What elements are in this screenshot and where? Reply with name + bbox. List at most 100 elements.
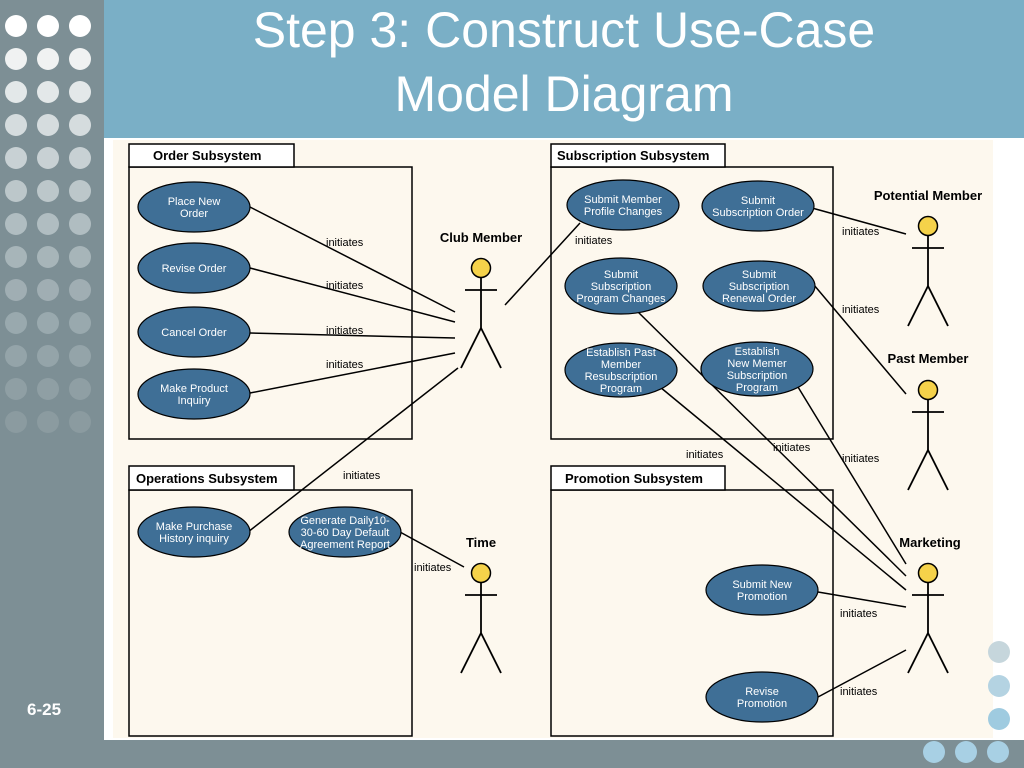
usecase-ellipse <box>288 506 402 558</box>
usecase-label: Promotion <box>737 698 787 710</box>
actor-head <box>917 215 939 237</box>
decor-dot <box>69 378 91 400</box>
usecase-label: Revise <box>745 686 779 698</box>
assoc-resubscription <box>659 386 907 591</box>
actor-leg <box>907 285 929 327</box>
association-label: initiates <box>575 235 613 247</box>
assoc-new-member-program <box>797 386 907 565</box>
actor-leg <box>460 632 482 674</box>
usecase-label: Establish Past <box>586 347 656 359</box>
association-labels: initiates initiates initiates initiates init… <box>326 226 880 698</box>
usecase-ellipse <box>564 342 678 398</box>
usecase-label: Resubscription <box>585 371 658 383</box>
usecase-ellipse <box>705 564 819 616</box>
decor-dot <box>69 48 91 70</box>
order-subsystem-tab <box>128 143 295 168</box>
usecase-ellipse <box>137 306 251 358</box>
decor-dot <box>69 114 91 136</box>
actor-leg <box>460 327 482 369</box>
operations-subsystem-label: Operations Subsystem <box>136 471 278 486</box>
subscription-subsystem-label: Subscription Subsystem <box>557 148 709 163</box>
actor-potential-member: Potential Member <box>874 188 982 327</box>
decor-dot <box>69 213 91 235</box>
actor-club-member: Club Member <box>440 230 522 369</box>
slide-title: Step 3: Construct Use-Case Model Diagram <box>104 0 1024 126</box>
decor-dot <box>988 708 1010 730</box>
usecase-label: Subscription <box>727 370 788 382</box>
usecase-label: Generate Daily10- <box>300 515 390 527</box>
order-subsystem-label: Order Subsystem <box>153 148 261 163</box>
decor-dot <box>5 279 27 301</box>
assoc-revise-order <box>249 267 456 323</box>
assoc-cancel-order <box>249 332 456 339</box>
usecase-label: 30-60 Day Default <box>301 527 390 539</box>
promotion-subsystem-label: Promotion Subsystem <box>565 471 703 486</box>
decor-dot <box>69 246 91 268</box>
assoc-program-changes <box>635 309 907 577</box>
decor-dot <box>988 675 1010 697</box>
decor-dot <box>988 641 1010 663</box>
assoc-renewal-order <box>813 284 907 395</box>
title-bar <box>104 0 1024 138</box>
actor-head <box>917 379 939 401</box>
actor-past-member: Past Member <box>888 351 968 491</box>
usecase-label: Revise Order <box>162 263 227 275</box>
association-label: initiates <box>842 453 880 465</box>
usecase-ellipse <box>137 506 251 558</box>
decor-dot <box>69 411 91 433</box>
actor-name: Club Member <box>440 230 522 245</box>
usecase-revise-order: Revise Order <box>137 242 251 294</box>
decor-dot <box>5 378 27 400</box>
actor-head <box>470 562 492 584</box>
usecase-ellipse <box>702 260 816 312</box>
usecase-label: Make Purchase <box>156 521 232 533</box>
association-label: initiates <box>773 442 811 454</box>
usecase-label: Submit <box>742 269 776 281</box>
usecase-label: Submit <box>741 195 775 207</box>
usecase-label: Cancel Order <box>161 327 227 339</box>
decor-dot <box>37 48 59 70</box>
usecase-label: Subscription <box>591 281 652 293</box>
usecase-ellipse <box>564 257 678 315</box>
usecase-ellipse <box>700 341 814 397</box>
usecase-label: Place New <box>168 196 221 208</box>
association-label: initiates <box>842 304 880 316</box>
assoc-place-new-order <box>247 205 456 313</box>
decor-dot <box>5 81 27 103</box>
decor-dot <box>5 213 27 235</box>
assoc-make-product-inquiry <box>249 352 456 394</box>
usecase-ellipse <box>701 180 815 232</box>
usecase-label: Program <box>600 383 642 395</box>
usecase-cancel-order: Cancel Order <box>137 306 251 358</box>
slide-title-line-1: Step 3: Construct Use-Case <box>252 2 876 58</box>
decor-dot <box>37 246 59 268</box>
decor-dot <box>5 48 27 70</box>
subscription-subsystem-tab <box>550 143 726 168</box>
usecase-label: Subscription Order <box>712 207 804 219</box>
actor-leg <box>927 632 949 674</box>
decor-dot <box>5 114 27 136</box>
decor-dot <box>37 114 59 136</box>
usecase-ellipse <box>137 181 251 233</box>
association-label: initiates <box>842 226 880 238</box>
usecase-label: Make Product <box>160 383 228 395</box>
usecase-label: Submit Member <box>584 194 662 206</box>
actor-name: Potential Member <box>874 188 982 203</box>
actor-leg <box>907 449 929 491</box>
decor-dot <box>37 378 59 400</box>
association-label: initiates <box>686 449 724 461</box>
actor-time: Time <box>460 535 502 674</box>
usecase-establish-past-member-resubscription: Establish PastMemberResubscriptionProgra… <box>564 342 678 398</box>
usecase-label: Inquiry <box>177 395 211 407</box>
decor-dot <box>69 312 91 334</box>
usecase-label: Profile Changes <box>584 206 663 218</box>
